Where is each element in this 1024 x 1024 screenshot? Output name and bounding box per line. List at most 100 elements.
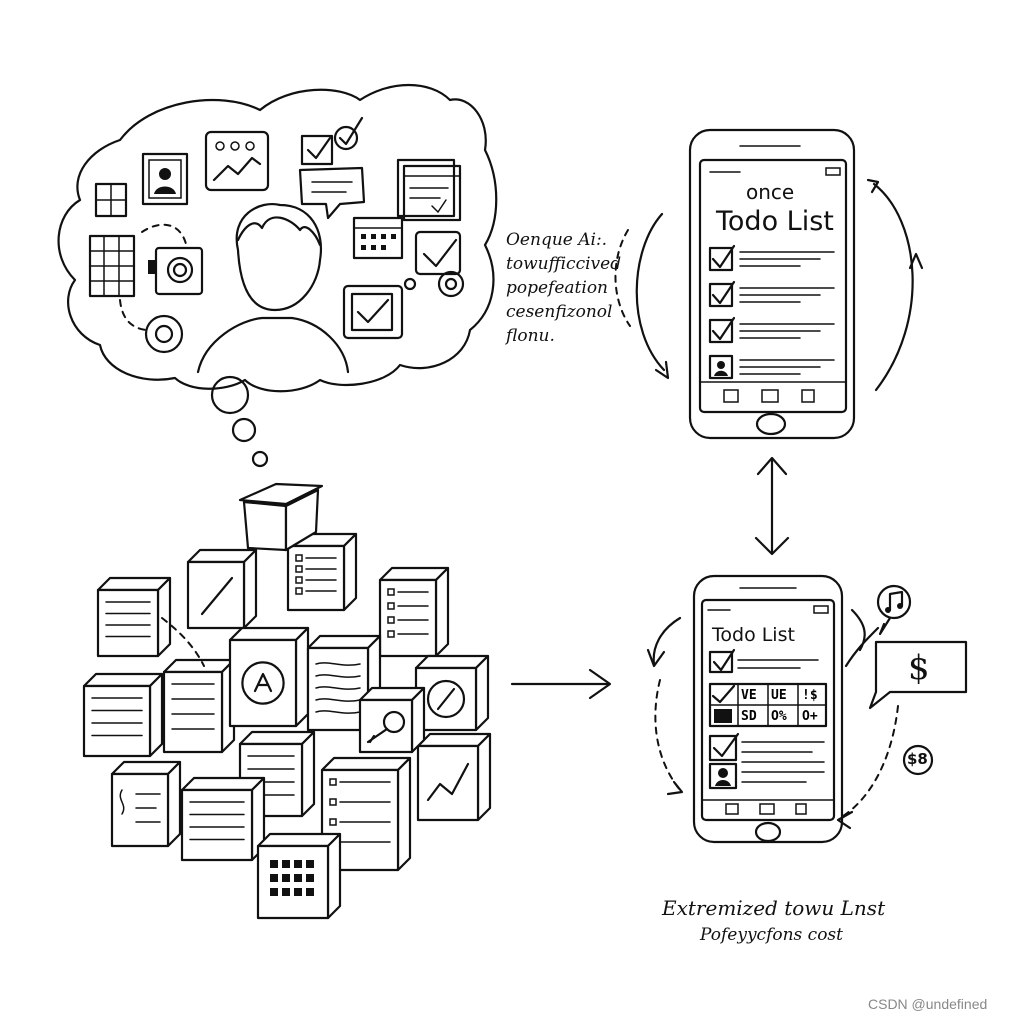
box-side-face: [326, 832, 342, 920]
grid-cell: !$: [802, 688, 818, 703]
grid-cell-mark: [306, 874, 314, 882]
document-box: [358, 686, 426, 754]
letter-a-icon: [241, 661, 285, 705]
music-note-icon: [876, 584, 912, 636]
box-front-face: [256, 844, 330, 920]
avatar-body: [714, 370, 728, 376]
open-box-lid: [238, 482, 324, 552]
box-side-face: [166, 760, 182, 848]
grid-cell-mark: [306, 860, 314, 868]
grid-cell-mark: [270, 874, 278, 882]
box-front-face: [180, 788, 254, 862]
box-side-face: [476, 732, 492, 822]
chart-card-icon: [204, 130, 270, 192]
grid-cell-mark: [282, 874, 290, 882]
avatar-icon: [717, 361, 725, 369]
watermark: CSDN @undefined: [868, 996, 988, 1012]
list-bullet: [387, 602, 395, 610]
caption-line-1: Extremized towu Lnst: [662, 896, 886, 920]
grid-cell-mark: [294, 874, 302, 882]
grid-cell-mark: [294, 860, 302, 868]
box-side-face: [242, 548, 258, 630]
box-side-face: [474, 654, 490, 732]
phone-bottom: [692, 574, 844, 844]
document-box: [306, 634, 382, 732]
grid-cell-mark: [270, 888, 278, 896]
todo-checkbox: [708, 318, 734, 344]
cloud-dashed-arrow-2: [119, 299, 147, 331]
document-box: [416, 732, 492, 822]
cycle-arrow-left: [635, 212, 666, 372]
dashed-arc: [614, 229, 631, 327]
scroll-line: [315, 662, 361, 666]
bottom-arrowhead-left: [646, 648, 666, 668]
price-bubble-icon: [868, 640, 968, 710]
check-mark-icon: [711, 316, 736, 341]
document-box: [378, 566, 450, 658]
profile-card-icon: [141, 152, 189, 206]
gauge-needle: [436, 687, 456, 711]
todo-checkbox: [708, 282, 734, 308]
camera-icon: [148, 246, 204, 296]
box-side-face: [434, 566, 450, 658]
grid-icon: [94, 182, 128, 218]
document-box: [238, 730, 316, 818]
document-box: [82, 672, 164, 758]
phone-top: [688, 128, 856, 440]
key-shaft: [366, 727, 389, 744]
coin-icon: [902, 744, 934, 776]
bottom-dashed-right: [839, 705, 899, 819]
grid-cell-mark: [282, 860, 290, 868]
box-side-face: [410, 686, 426, 754]
cycle-arrowhead-right: [866, 178, 880, 194]
phone-top-title: Todo List: [716, 206, 834, 237]
grid-cell: O+: [802, 709, 818, 724]
box-side-face: [148, 672, 164, 758]
box-side-face: [156, 576, 172, 658]
letter-a-glyph: [253, 672, 273, 693]
check-mark-icon: [711, 280, 736, 305]
todo-checkbox: [708, 354, 734, 380]
check-mark-icon: [711, 244, 736, 269]
box-top-face: [320, 756, 412, 772]
box-front-face: [110, 772, 170, 848]
grid-cell: VE: [741, 688, 757, 703]
dollar-symbol: $: [908, 648, 930, 688]
cycle-arrowhead-left: [654, 360, 670, 380]
grid-cell-mark: [294, 888, 302, 896]
annotation-line-4: cesenfizonol: [506, 302, 613, 322]
box-front-face: [228, 638, 298, 728]
box-front-face: [162, 670, 224, 754]
document-box: [186, 548, 258, 630]
scroll-line: [315, 710, 361, 714]
calendar-icon: [352, 216, 404, 260]
box-front-face: [416, 744, 480, 822]
scroll-line: [315, 686, 361, 690]
trend-line-icon: [426, 762, 470, 802]
todo-item: [708, 354, 835, 380]
document-box: [162, 658, 236, 754]
coin-label: $8: [907, 750, 928, 768]
todo-item: [708, 244, 835, 272]
box-dashed-link: [161, 617, 205, 667]
todo-item: [708, 316, 835, 344]
flow-arrow: [510, 668, 612, 700]
spreadsheet-icon: [88, 234, 136, 298]
annotation-line-5: flonu.: [506, 326, 555, 346]
annotation-line-1: Oenque Ai:.: [506, 230, 608, 250]
grid-cell: SD: [741, 709, 757, 724]
checked-board-icon: [342, 277, 417, 340]
document-box: [414, 654, 490, 732]
scroll-line: [315, 698, 361, 702]
pen-icon: [200, 576, 234, 616]
cycle-arrow-right: [872, 182, 914, 392]
box-front-face: [286, 544, 346, 612]
todo-checkbox: [708, 246, 734, 272]
lid-front: [242, 500, 288, 552]
box-front-face: [186, 560, 246, 630]
person-icon: [196, 203, 350, 374]
check-square-icon: [414, 230, 465, 298]
bottom-link-line: [844, 626, 880, 668]
